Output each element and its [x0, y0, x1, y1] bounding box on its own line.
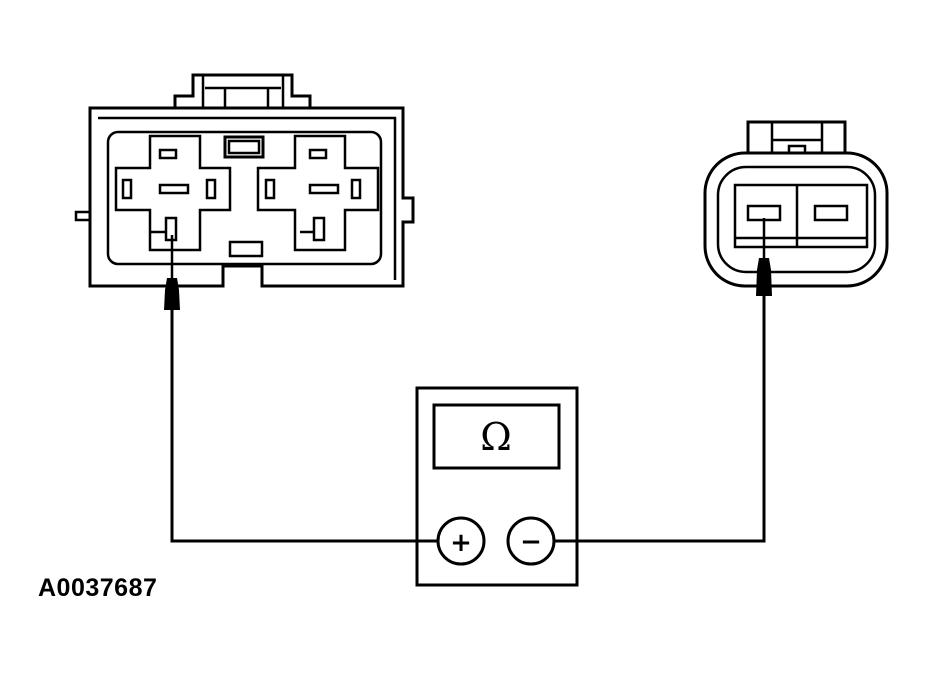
- test-leads: [164, 218, 772, 543]
- ohm-symbol: Ω: [480, 415, 512, 459]
- large-connector: [74, 73, 415, 288]
- figure-id: A0037687: [38, 574, 158, 602]
- multimeter-icon: Ω + −: [415, 386, 579, 587]
- negative-label: −: [520, 527, 542, 557]
- negative-terminal: [506, 516, 556, 566]
- small-connector: [703, 120, 889, 288]
- positive-terminal: [436, 516, 486, 566]
- meter-display: [432, 403, 561, 470]
- positive-label: +: [450, 528, 472, 558]
